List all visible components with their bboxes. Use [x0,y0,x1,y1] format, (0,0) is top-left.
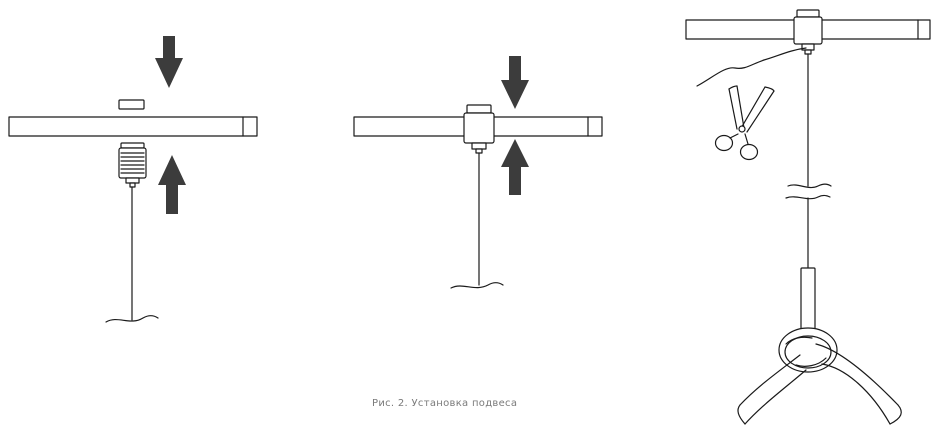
step-2-arrow-down [501,56,529,109]
step-1-track-rail [8,116,258,137]
step-3-cable-break-top [787,183,832,189]
step-2-arrow-up [501,139,529,195]
step-3-cable-break-bottom [785,194,831,200]
step-3-lamp-housing [778,267,838,373]
step-3-mounted-connector [793,9,823,55]
step-3-cut-cable-end [696,47,807,87]
figure-caption: Рис. 2. Установка подвеса [372,398,518,409]
scissors-icon [714,85,775,161]
step-1-arrow-up [158,155,186,214]
step-2-mounted-connector [463,104,495,154]
step-1-cable-break [105,315,159,323]
step-1-insert-connector [8,36,258,323]
step-1-suspension-connector [118,142,147,188]
step-1-cover-plug [118,99,145,110]
step-3-cut-and-hang [685,9,931,425]
step-2-cable-break [450,282,504,289]
step-1-arrow-down [155,36,183,88]
step-3-power-cord-loop [737,343,902,425]
step-2-connector-mounted [353,56,603,289]
